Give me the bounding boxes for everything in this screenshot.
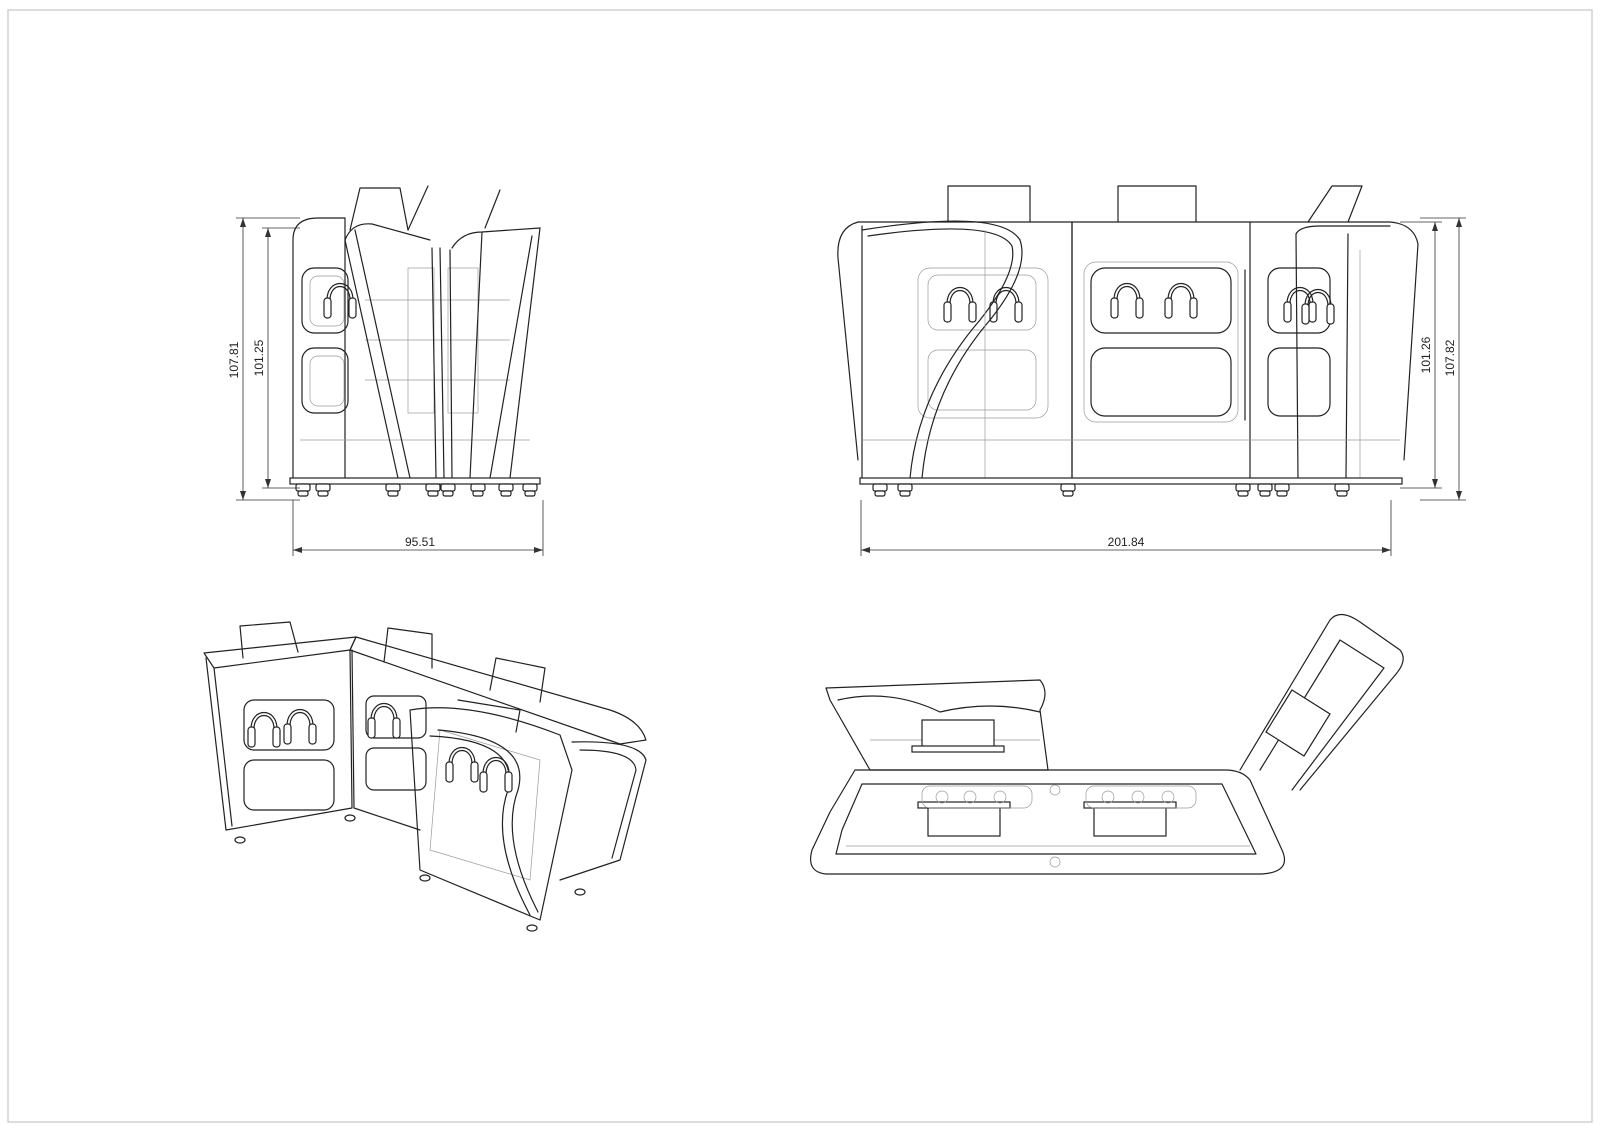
headphones-icon xyxy=(479,756,513,793)
side-elevation-view xyxy=(289,185,541,497)
side-height-inner-label: 101.25 xyxy=(252,339,266,376)
front-height-inner-label: 101.26 xyxy=(1419,336,1433,373)
side-width-label: 95.51 xyxy=(405,535,435,549)
headphones-icon xyxy=(283,708,317,745)
front-height-outer-label: 107.82 xyxy=(1443,339,1457,376)
side-dimension-width: 95.51 xyxy=(292,500,544,556)
headphones-icon xyxy=(989,286,1023,323)
front-elevation-view xyxy=(837,185,1419,497)
side-dimension-height-inner: 101.25 xyxy=(252,227,300,489)
front-width-label: 201.84 xyxy=(1108,535,1145,549)
headphones-icon xyxy=(1283,286,1317,323)
headphones-icon xyxy=(247,711,281,748)
headphones-icon xyxy=(323,282,357,319)
side-height-outer-label: 107.81 xyxy=(227,341,241,378)
top-plan-view xyxy=(810,613,1404,875)
isometric-view xyxy=(203,621,647,932)
front-dimension-width: 201.84 xyxy=(860,500,1392,556)
side-dimension-height-outer: 107.81 xyxy=(227,217,300,501)
sheet-border xyxy=(7,9,1593,1123)
headphones-icon xyxy=(1110,282,1144,319)
headphones-icon xyxy=(445,746,479,783)
headphones-icon xyxy=(1164,282,1198,319)
front-dimension-height-outer: 107.82 xyxy=(1420,217,1466,501)
headphones-icon xyxy=(943,286,977,323)
front-dimension-height-inner: 101.26 xyxy=(1400,221,1442,489)
headphones-icon xyxy=(367,702,401,739)
